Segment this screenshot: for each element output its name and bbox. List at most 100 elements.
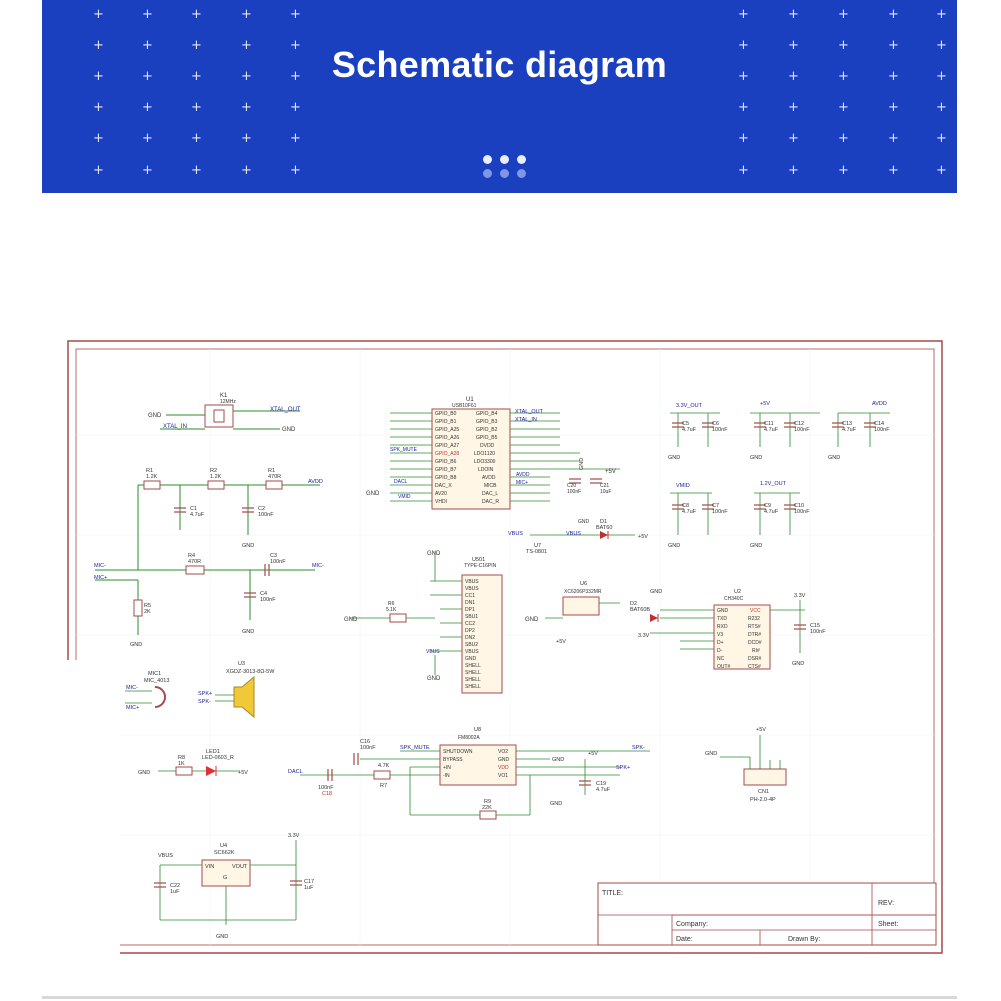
- plus-icon: +: [290, 69, 301, 84]
- c21-ref: C21: [600, 483, 609, 489]
- plus-icon: +: [888, 131, 899, 146]
- usb-c-u501: U501 TYPE-C16PIN VBUS VBUS CC1 DN1 DP1 S…: [344, 551, 503, 694]
- u1-pin: GPIO_B2: [476, 427, 498, 433]
- u2-pin: TXD: [717, 616, 727, 622]
- u1-pin: DVDD: [480, 443, 495, 449]
- u6-ref: U6: [580, 581, 587, 587]
- u1-pin: GPIO_B7: [435, 467, 457, 473]
- spk-plus-label: SPK+: [616, 765, 630, 771]
- v33-label: 3.3V: [288, 833, 300, 839]
- r3-ref: R1: [268, 468, 275, 474]
- date-label: Date:: [676, 936, 693, 943]
- c12-ref: C12: [794, 421, 804, 427]
- gnd-label: GND: [750, 543, 762, 549]
- u8-ref: U8: [474, 727, 481, 733]
- k1-ref: K1: [220, 393, 228, 399]
- u8-pin: -IN: [443, 773, 450, 779]
- c1-val: 4.7uF: [190, 512, 205, 518]
- r2-ref: R2: [210, 468, 217, 474]
- mic1-val: MIC_4013: [144, 678, 169, 684]
- mic-minus-label-2: MIC-: [312, 563, 324, 569]
- plus-icon: +: [142, 7, 153, 22]
- c9-ref: C9: [764, 503, 771, 509]
- plus-icon: +: [738, 7, 749, 22]
- u1-pin: LDO3300: [474, 459, 496, 465]
- gnd-label: GND: [148, 413, 162, 419]
- u501-pin: SHELL: [465, 677, 481, 683]
- plus-icon: +: [142, 38, 153, 53]
- u7-val: TS-0801: [526, 549, 547, 555]
- gnd-label: GND: [242, 629, 254, 635]
- d1-ref: D1: [600, 519, 607, 525]
- gnd-label: GND: [138, 770, 150, 776]
- plus-icon: +: [290, 163, 301, 178]
- u501-pin: VBUS: [465, 649, 479, 655]
- c5-val: 4.7uF: [682, 427, 697, 433]
- c13-ref: C13: [842, 421, 852, 427]
- u501-pin: CC1: [465, 593, 475, 599]
- plus-icon: +: [93, 69, 104, 84]
- r7-val: 4.7K: [378, 763, 390, 769]
- plus-icon: +: [93, 100, 104, 115]
- u2-pin: GND: [717, 608, 729, 614]
- led1-val: LED-0603_R: [202, 755, 234, 761]
- plus-pattern-icon: ++++++++++++++++++++++++++++++++++++++++…: [42, 0, 957, 193]
- u2-pin: RTS#: [748, 624, 761, 630]
- c18-ref: C18: [322, 791, 332, 797]
- gnd-label: GND: [578, 519, 590, 525]
- u1-pin: GPIO_B0: [435, 411, 457, 417]
- c11-ref: C11: [764, 421, 774, 427]
- plus-icon: +: [888, 100, 899, 115]
- u2-pin: CTS#: [748, 664, 761, 670]
- plus-icon: +: [936, 38, 947, 53]
- u1-pin: GPIO_B1: [435, 419, 457, 425]
- c4-ref: C4: [260, 591, 267, 597]
- u2-pin: DSR#: [748, 656, 762, 662]
- c15-val: 100nF: [810, 629, 826, 635]
- u1-pin: LDO1120: [474, 451, 495, 457]
- mic-plus-label: MIC+: [94, 575, 107, 581]
- u2-pin: VCC: [750, 608, 761, 614]
- c22-val: 1uF: [170, 889, 180, 895]
- header-banner: ++++++++++++++++++++++++++++++++++++++++…: [42, 0, 957, 193]
- xtal-in-label: XTAL_IN: [163, 424, 187, 430]
- v12-out-label: 1.2V_OUT: [760, 481, 787, 487]
- c6-val: 100nF: [712, 427, 728, 433]
- u501-pin: SHELL: [465, 684, 481, 690]
- u7-ref: U7: [534, 543, 541, 549]
- r9-val: 22K: [482, 805, 492, 811]
- cn1-val: PH-2.0-4P: [750, 797, 776, 803]
- dot: [483, 155, 492, 164]
- u501-pin: SBU2: [465, 642, 478, 648]
- gnd-label: GND: [750, 455, 762, 461]
- r2-val: 1.2K: [210, 474, 222, 480]
- u8-val: FM8002A: [458, 735, 480, 741]
- c10-ref: C10: [794, 503, 804, 509]
- r7-ref: R7: [380, 783, 387, 789]
- gnd-label: GND: [650, 589, 662, 595]
- c10-val: 100nF: [794, 509, 810, 515]
- u501-pin: DP1: [465, 607, 475, 613]
- bottom-divider: [42, 996, 957, 999]
- plus-icon: +: [142, 163, 153, 178]
- r1-ref: R1: [146, 468, 153, 474]
- plus-icon: +: [888, 7, 899, 22]
- vbus-label: VBUS: [566, 531, 581, 537]
- c15-ref: C15: [810, 623, 820, 629]
- plus-icon: +: [290, 38, 301, 53]
- gnd-label: GND: [525, 617, 539, 623]
- u2-pin: D+: [717, 640, 724, 646]
- mic-minus-label: MIC-: [126, 685, 138, 691]
- spk-minus-label: SPK-: [632, 745, 645, 751]
- avdd-label: AVDD: [872, 401, 887, 407]
- vcc5-label: +5V: [756, 727, 766, 733]
- dot: [483, 169, 492, 178]
- vcc5-label: +5V: [605, 469, 616, 475]
- plus-icon: +: [838, 131, 849, 146]
- u501-pin: SHELL: [465, 670, 481, 676]
- gnd-label: GND: [792, 661, 804, 667]
- u1-pin: GPIO_B3: [476, 419, 498, 425]
- plus-icon: +: [936, 163, 947, 178]
- c17-val: 1uF: [304, 885, 314, 891]
- u501-pin: VBUS: [465, 586, 479, 592]
